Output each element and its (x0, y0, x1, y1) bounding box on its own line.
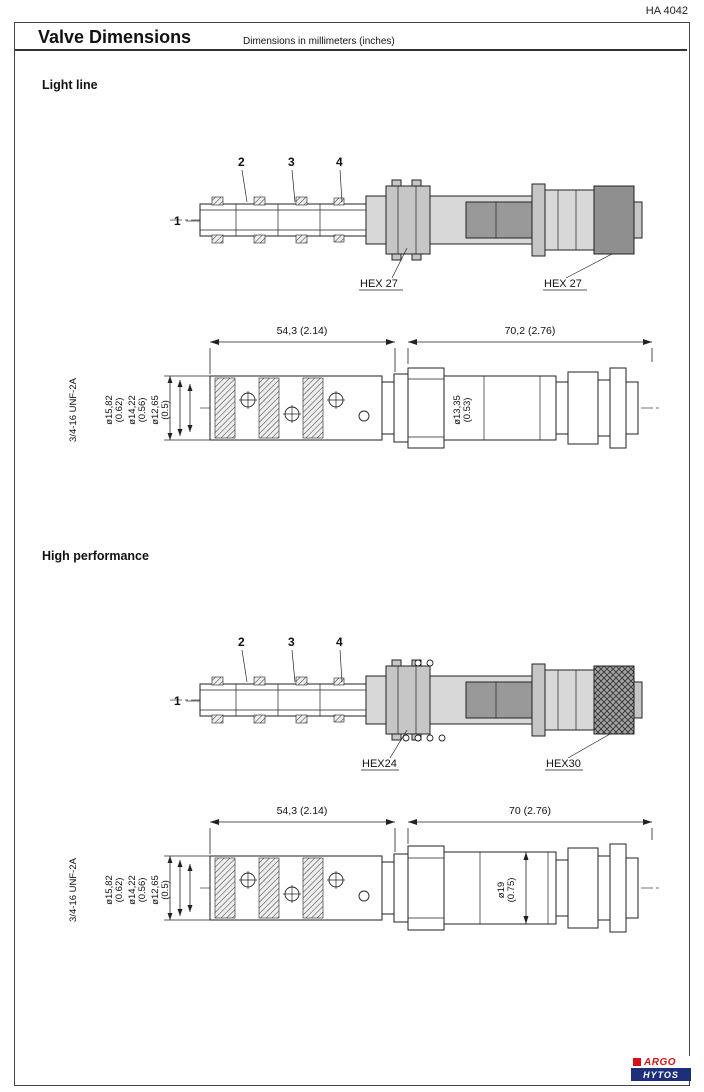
dia-tube-label: ø19 (0.75) (496, 878, 517, 903)
dia-label-3: ø12,65 (0.5) (150, 395, 171, 425)
end-assembly (555, 367, 639, 449)
solenoid-tube (429, 675, 533, 725)
hex-nut (407, 367, 445, 449)
solenoid-tube (429, 195, 533, 245)
dim-solenoid-label: 70 (2.76) (509, 805, 551, 817)
cartridge-body (209, 373, 409, 443)
dim-cartridge-label: 54,3 (2.14) (277, 805, 328, 817)
hex-nut-callout: HEX 27 (543, 253, 613, 291)
dia-label-1: ø15,82 (0.62) (104, 395, 125, 425)
dim-solenoid-label: 70,2 (2.76) (505, 325, 556, 337)
port-label-1: 1 (174, 214, 181, 228)
hex-body-label: HEX 27 (360, 278, 398, 290)
dim-solenoid: 70 (2.76) (407, 805, 653, 844)
dia-label-2: ø14,22 (0.56) (127, 875, 148, 905)
svg-text:ø13,35: ø13,35 (452, 395, 463, 425)
coil-flange (531, 183, 595, 257)
dimension-drawing-light-line: 3/4-16 UNF-2A ø15,82 (0.62) ø14,22 (0.56… (68, 325, 662, 449)
dim-cartridge: 54,3 (2.14) (209, 805, 396, 854)
svg-text:(0.62): (0.62) (114, 398, 125, 423)
dia-label-2: ø14,22 (0.56) (127, 395, 148, 425)
svg-text:(0.5): (0.5) (160, 400, 171, 420)
end-nut (593, 185, 643, 255)
valve-body (365, 659, 446, 742)
cartridge-body (209, 853, 409, 923)
hex-body-label: HEX24 (362, 758, 397, 770)
svg-text:(0.62): (0.62) (114, 878, 125, 903)
svg-text:3/4-16 UNF-2A: 3/4-16 UNF-2A (68, 377, 79, 442)
port-label-2: 2 (238, 635, 245, 649)
port-leader-lines (186, 649, 343, 702)
header-divider (15, 49, 687, 51)
cartridge-stem (199, 196, 367, 244)
section-label-high-performance: High performance (42, 549, 149, 563)
svg-text:ø15,82: ø15,82 (104, 875, 115, 905)
coil-flange (531, 663, 595, 737)
svg-text:ø14,22: ø14,22 (127, 395, 138, 425)
svg-text:(0.56): (0.56) (137, 398, 148, 423)
end-nut (593, 665, 643, 735)
svg-text:(0.53): (0.53) (462, 398, 473, 423)
port-symbols (239, 871, 370, 903)
dim-cartridge: 54,3 (2.14) (209, 325, 396, 374)
svg-text:ø12,65: ø12,65 (150, 395, 161, 425)
svg-text:(0.5): (0.5) (160, 880, 171, 900)
dia-tube-label: ø13,35 (0.53) (452, 395, 473, 425)
page-title: Valve Dimensions (38, 27, 192, 47)
dia-label-1: ø15,82 (0.62) (104, 875, 125, 905)
dimension-drawing-high-performance: 3/4-16 UNF-2A ø15,82 (0.62) ø14,22 (0.56… (68, 805, 662, 933)
hex-nut-label: HEX30 (546, 758, 581, 770)
port-label-4: 4 (336, 155, 343, 169)
dim-solenoid: 70,2 (2.76) (407, 325, 653, 364)
svg-text:3/4-16 UNF-2A: 3/4-16 UNF-2A (68, 857, 79, 922)
port-label-1: 1 (174, 694, 181, 708)
port-label-2: 2 (238, 155, 245, 169)
dia-tube-dim-line (523, 852, 529, 924)
brand-logo: ARGO HYTOS (631, 1056, 691, 1081)
thread-label: 3/4-16 UNF-2A (68, 857, 79, 922)
hytos-wordmark: HYTOS (643, 1069, 679, 1080)
dia-extension-lines (164, 855, 212, 921)
svg-text:ø19: ø19 (496, 882, 507, 898)
cartridge-stem (199, 676, 367, 724)
svg-text:(0.75): (0.75) (506, 878, 517, 903)
logo-bottom-row: HYTOS (631, 1068, 691, 1081)
port-label-4: 4 (336, 635, 343, 649)
dim-cartridge-label: 54,3 (2.14) (277, 325, 328, 337)
solenoid-body: ø19 (0.75) (443, 851, 557, 925)
logo-red-square-icon (633, 1058, 641, 1066)
section-label-light-line: Light line (42, 78, 98, 92)
hex-body-callout: HEX 27 (359, 247, 408, 291)
thread-label: 3/4-16 UNF-2A (68, 377, 79, 442)
logo-top-row: ARGO (631, 1056, 691, 1068)
hex-nut-label: HEX 27 (544, 278, 582, 290)
dia-label-3: ø12,65 (0.5) (150, 875, 171, 905)
page-frame (14, 22, 690, 1086)
port-label-3: 3 (288, 635, 295, 649)
port-symbols (239, 391, 370, 423)
argo-wordmark: ARGO (644, 1056, 676, 1068)
svg-text:ø12,65: ø12,65 (150, 875, 161, 905)
hex-nut-callout: HEX30 (545, 733, 611, 771)
svg-text:(0.56): (0.56) (137, 878, 148, 903)
doc-number: HA 4042 (645, 5, 688, 17)
dia-extension-lines (164, 375, 212, 441)
port-leader-lines (186, 169, 343, 222)
valve-body (365, 179, 431, 261)
end-assembly (555, 843, 639, 933)
cross-section-drawing-light-line: 1 2 3 4 (170, 155, 643, 291)
port-label-3: 3 (288, 155, 295, 169)
svg-text:ø14,22: ø14,22 (127, 875, 138, 905)
hex-nut (407, 845, 445, 931)
cross-section-drawing-high-performance: 1 2 3 4 (170, 635, 643, 771)
solenoid-body: ø13,35 (0.53) (443, 375, 557, 441)
hex-body-callout: HEX24 (361, 729, 408, 771)
page-subtitle: Dimensions in millimeters (inches) (243, 36, 395, 47)
svg-text:ø15,82: ø15,82 (104, 395, 115, 425)
